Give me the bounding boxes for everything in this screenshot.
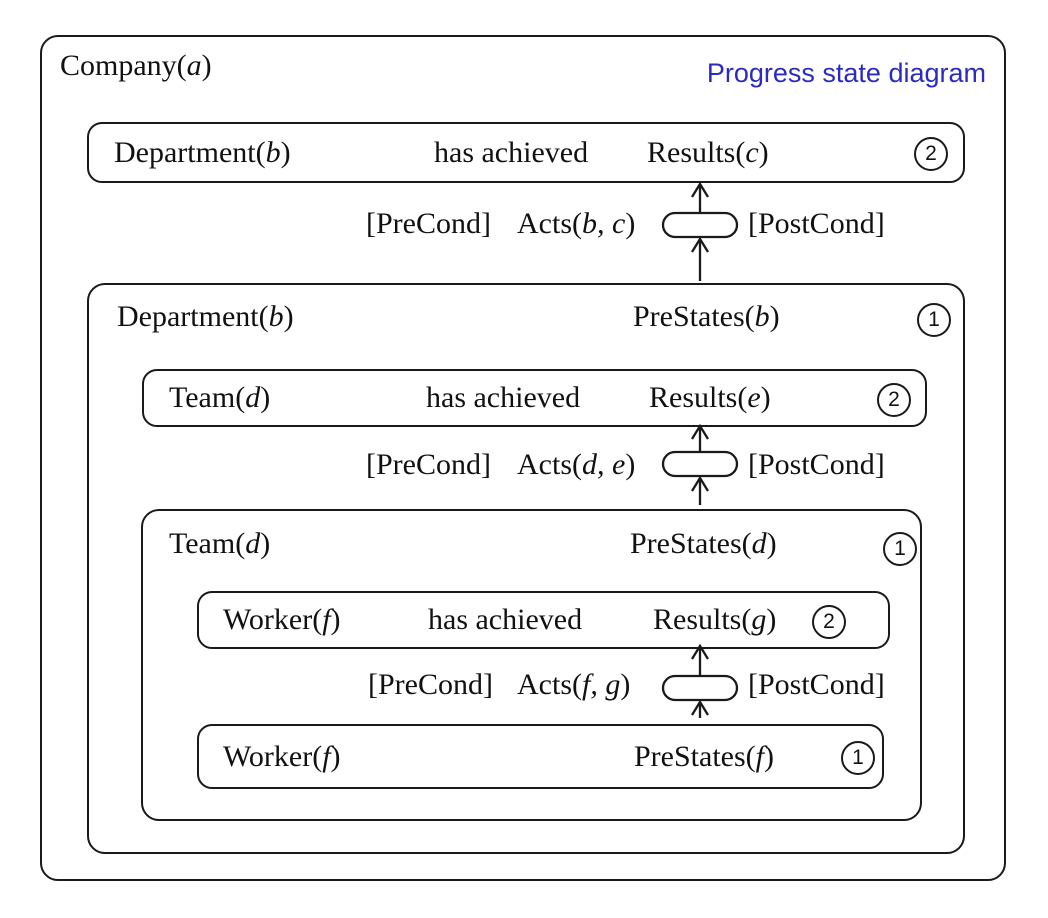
result-label: Results(c) [647,135,769,169]
actor-label: Worker(f) [223,739,341,773]
prestates-label: PreStates(b) [633,300,780,333]
verb-label: has achieved [426,381,581,414]
precond-label: [PreCond] [366,207,491,240]
actor-label: Team(d) [169,381,271,414]
state-number-badge: 2 [877,383,911,417]
prestates-label: PreStates(d) [630,527,777,560]
precond-label: [PreCond] [368,668,493,701]
result-row-department: Department(b) has achieved Results(c) 2 [87,122,965,183]
company-label: Company(a) [60,49,212,82]
actor-label: Team(d) [169,527,271,560]
acts-label: Acts(f, g) [517,668,631,701]
actor-label: Worker(f) [223,603,341,636]
state-number-badge: 1 [841,741,875,775]
acts-label: Acts(b, c) [517,207,636,240]
state-number-badge: 2 [812,605,846,639]
prestates-label: PreStates(f) [634,739,774,773]
result-row-team: Team(d) has achieved Results(e) 2 [142,369,927,427]
company-box: Company(a) Progress state diagram Depart… [40,35,1006,881]
verb-label: has achieved [434,135,589,169]
actor-label: Department(b) [117,300,294,333]
worker-prestates-box: Worker(f) PreStates(f) 1 [197,724,884,789]
department-prestates-box: Department(b) PreStates(b) 1 Team(d) has… [87,283,965,854]
postcond-label: [PostCond] [748,668,885,701]
state-number-badge: 2 [914,137,948,171]
company-label-text: Company( [60,49,187,82]
verb-label: has achieved [428,603,583,636]
acts-label: Acts(d, e) [517,448,636,481]
company-var: a [186,49,202,82]
postcond-label: [PostCond] [748,207,885,240]
state-number-badge: 1 [917,303,951,337]
precond-label: [PreCond] [366,448,491,481]
team-prestates-box: Team(d) PreStates(d) 1 Worker(f) has ach… [141,509,922,821]
diagram-caption: Progress state diagram [706,58,986,88]
result-label: Results(g) [653,603,777,636]
result-label: Results(e) [649,381,771,414]
postcond-label: [PostCond] [748,448,885,481]
state-number-badge: 1 [883,532,917,566]
actor-label: Department(b) [114,135,291,169]
result-row-worker: Worker(f) has achieved Results(g) 2 [197,591,890,649]
